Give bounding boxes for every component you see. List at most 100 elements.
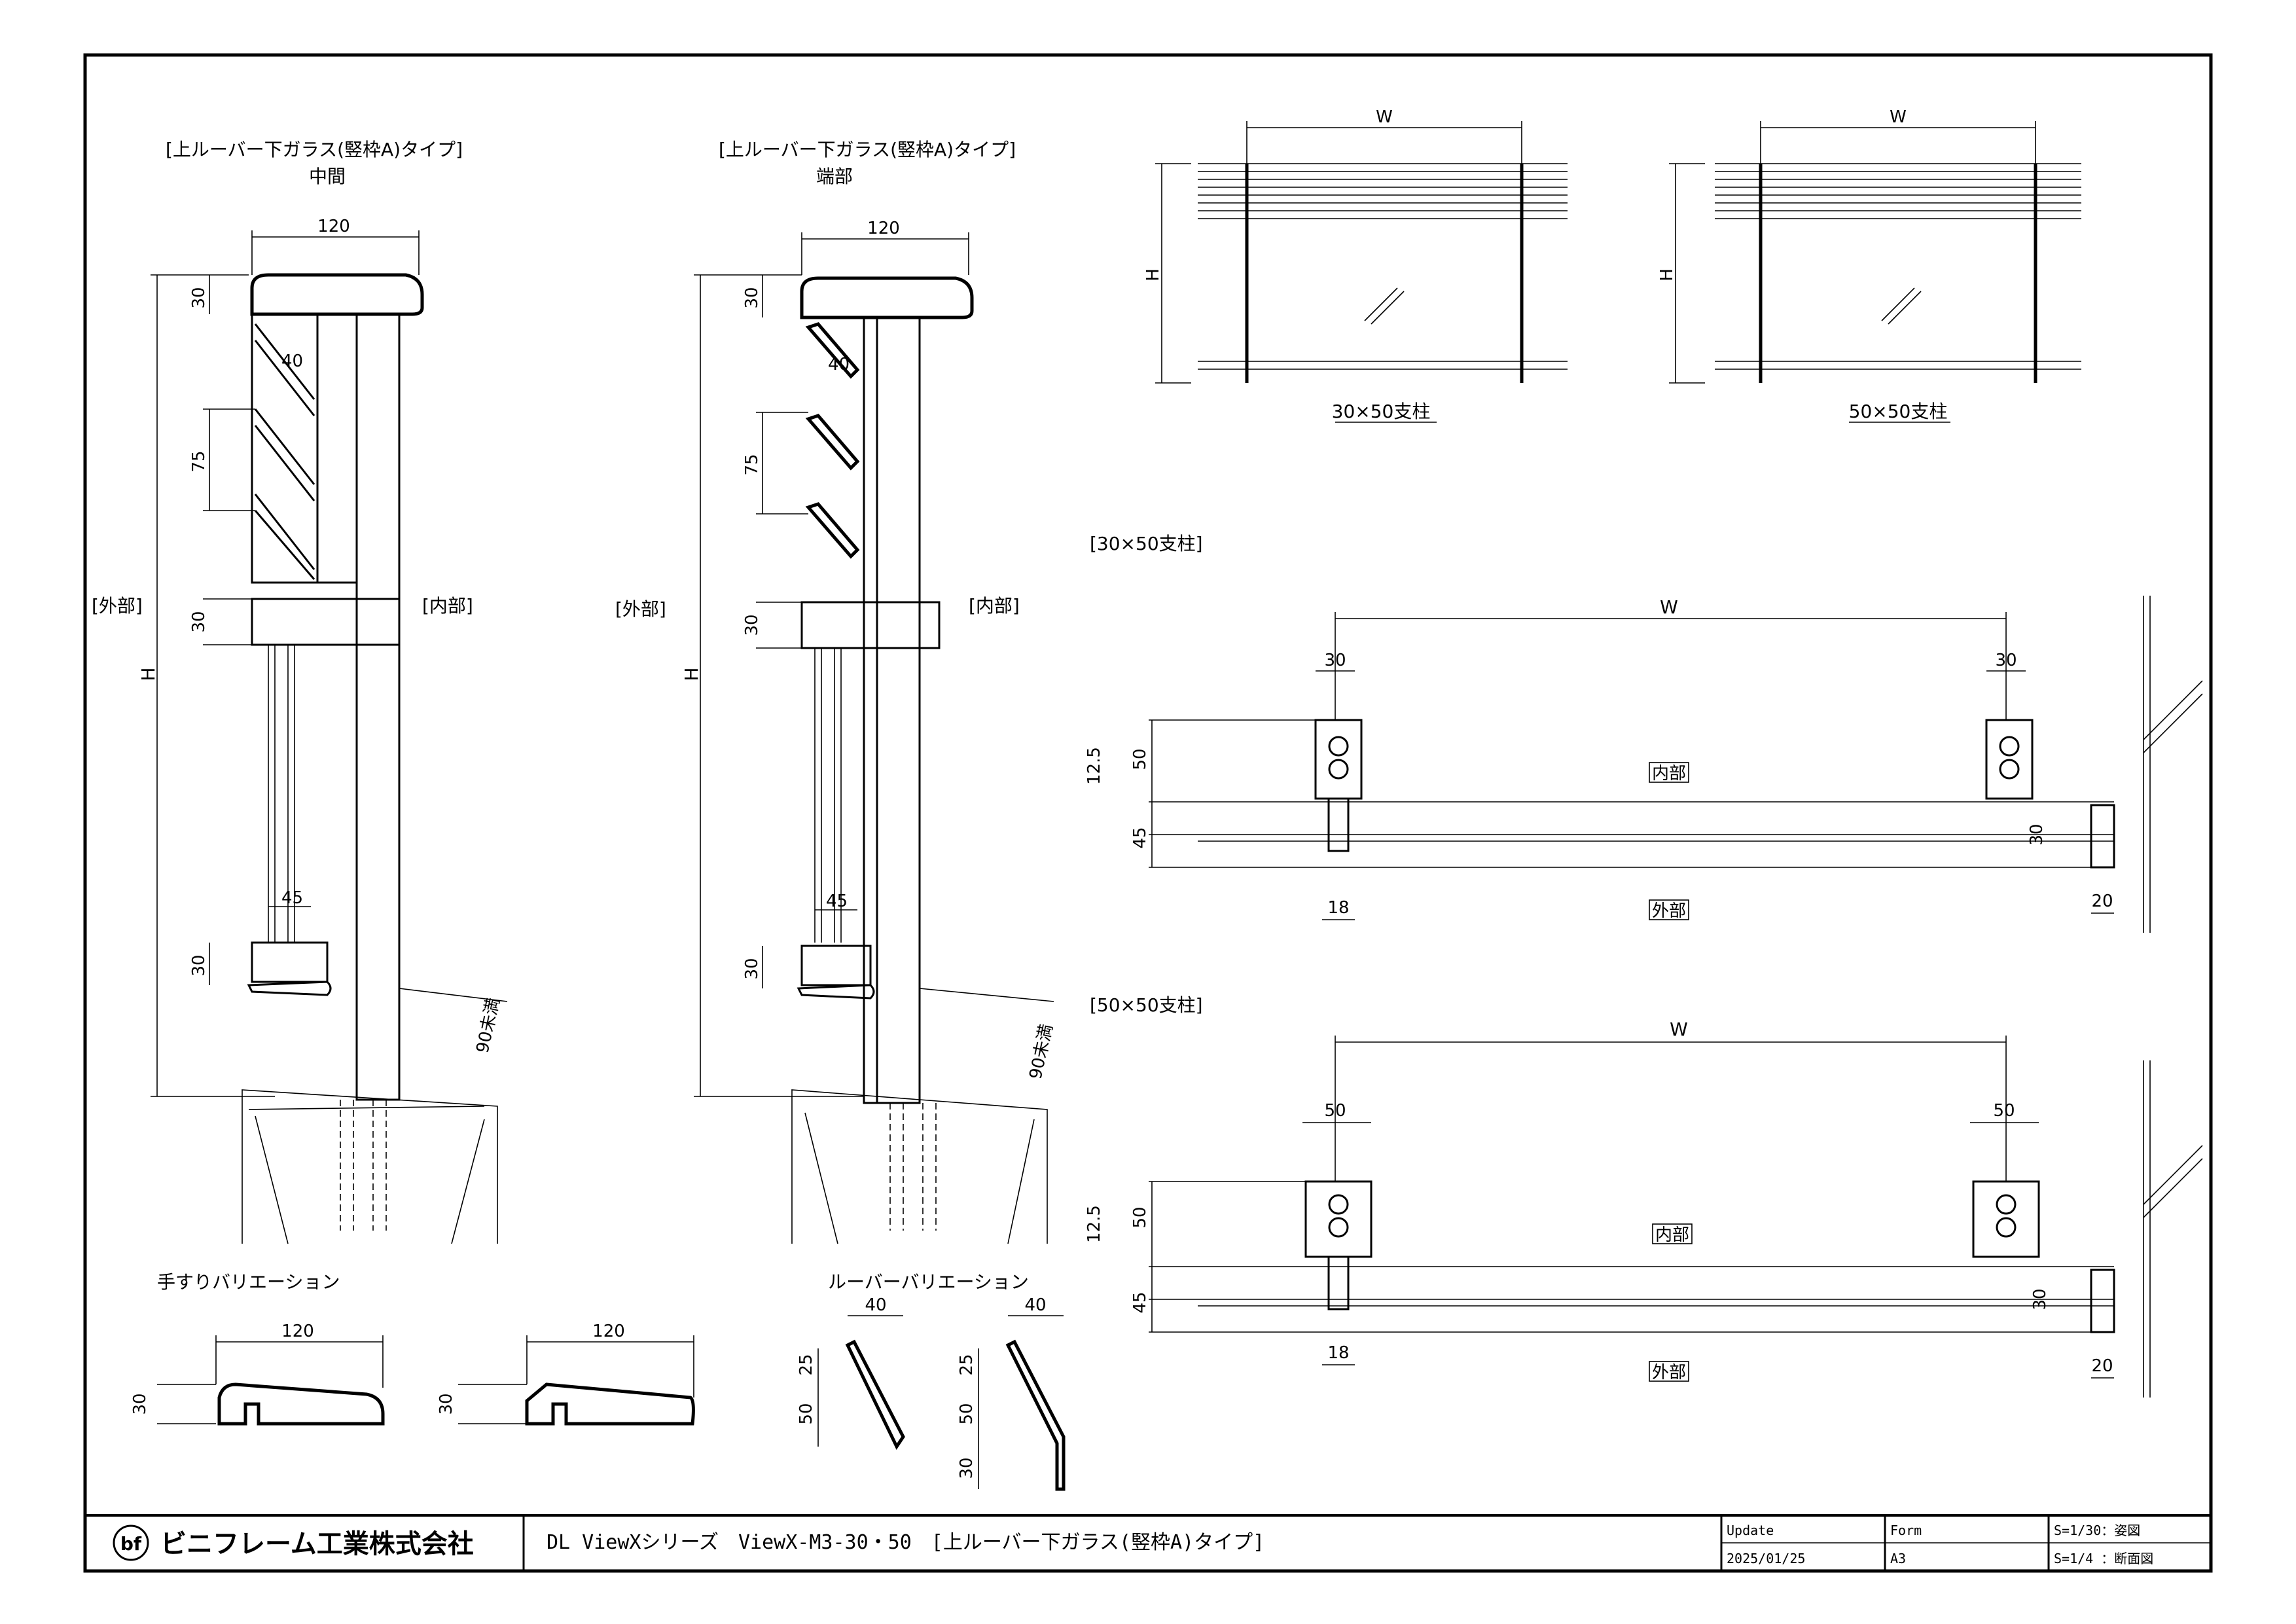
form-label: Form <box>1890 1523 1922 1538</box>
dim-slope-end: 90未満 <box>1026 1022 1057 1081</box>
post-end <box>876 316 921 1104</box>
post <box>355 313 401 1101</box>
elev1-h: H <box>1143 268 1163 281</box>
plan2-label: [50×50支柱] <box>1090 994 1203 1016</box>
plan1-post-w: 30 <box>1324 651 1346 670</box>
handrail-profile-1 <box>217 1382 385 1426</box>
mid-rail-end <box>800 601 941 649</box>
drawing-title: DL ViewXシリーズ ViewX-M3-30・50 [上ルーバー下ガラス(竪… <box>547 1531 1265 1554</box>
plan2-end-frame <box>2090 1269 2115 1333</box>
section-title-middle: [上ルーバー下ガラス(竪枠A)タイプ] <box>166 139 463 160</box>
company-name: ビニフレーム工業株式会社 <box>160 1529 474 1559</box>
section-subtitle-end: 端部 <box>816 166 853 187</box>
company-logo-text: bf <box>120 1533 142 1555</box>
plan1-end-frame <box>2090 804 2115 869</box>
section-view-end: [上ルーバー下ガラス(竪枠A)タイプ] 端部 120 40 H 30 75 30… <box>615 139 1057 1244</box>
handrail-top-end <box>800 276 974 319</box>
elev1-w: W <box>1376 107 1393 127</box>
plan1-depth: 50 <box>1130 748 1150 770</box>
plan2-post-w: 50 <box>1324 1101 1346 1121</box>
title-block: bf ビニフレーム工業株式会社 DL ViewXシリーズ ViewX-M3-30… <box>85 1514 2211 1571</box>
dim-45-end: 45 <box>826 892 848 911</box>
dim-40: 40 <box>281 352 303 371</box>
dim-bottom-30: 30 <box>189 954 209 976</box>
dim-h-end: H <box>681 667 702 681</box>
dim-mid-30-end: 30 <box>742 614 762 636</box>
louver2-w: 40 <box>1024 1295 1046 1315</box>
plan1-label: [30×50支柱] <box>1090 533 1203 554</box>
dim-75: 75 <box>189 450 209 472</box>
plan2-outside: 外部 <box>1652 1363 1686 1382</box>
louver1-h2: 50 <box>797 1403 816 1424</box>
dim-top-30-end: 30 <box>742 287 762 308</box>
plan-section-50x50: [50×50支柱] W 50 50 50 12.5 45 内部 外部 18 30… <box>1085 994 2203 1398</box>
handrail1-w: 120 <box>281 1322 314 1341</box>
update-label: Update <box>1727 1523 1774 1538</box>
label-outside-2: [外部] <box>615 598 666 620</box>
louver2-h1: 25 <box>957 1354 977 1375</box>
handrail-profile-2 <box>525 1382 695 1426</box>
plan2-post-w2: 50 <box>1993 1101 2015 1121</box>
elevation-30x50: W H 30×50支柱 <box>1143 107 1568 423</box>
louver-variation: ルーバーバリエーション 40 25 50 40 25 50 30 <box>797 1271 1066 1491</box>
dim-top-30: 30 <box>189 287 209 308</box>
louver-profile-1 <box>845 1339 905 1451</box>
elevation-50x50: W H 50×50支柱 <box>1657 107 2081 423</box>
scale-1: S=1/30：姿図 <box>2054 1523 2140 1538</box>
elev2-w: W <box>1890 107 1907 127</box>
plan1-end: 20 <box>2091 892 2113 911</box>
handrail2-w: 120 <box>592 1322 625 1341</box>
bottom-rail-end <box>800 945 872 986</box>
louver2-h2: 50 <box>957 1403 977 1424</box>
dim-h: H <box>137 667 159 681</box>
plan2-end: 20 <box>2091 1356 2113 1376</box>
dim-slope: 90未満 <box>473 996 504 1055</box>
plan2-w: W <box>1670 1019 1688 1040</box>
sheet-border <box>83 53 2213 1573</box>
elev1-caption: 30×50支柱 <box>1332 401 1431 422</box>
plan1-offset: 12.5 <box>1085 747 1104 785</box>
dim-mid-30: 30 <box>189 611 209 632</box>
company-logo <box>113 1525 149 1561</box>
plan2-post-right <box>1972 1180 2040 1258</box>
plan2-inside: 内部 <box>1655 1225 1689 1245</box>
update-value: 2025/01/25 <box>1727 1551 1805 1566</box>
dim-120: 120 <box>317 217 350 236</box>
plan1-inside: 内部 <box>1652 764 1686 784</box>
scale-2: S=1/4 ：断面図 <box>2054 1551 2153 1566</box>
plan1-base: 18 <box>1327 898 1349 918</box>
plan2-offset: 12.5 <box>1085 1205 1104 1243</box>
louver1-h1: 25 <box>797 1354 816 1375</box>
label-inside-2: [内部] <box>969 595 1020 617</box>
plan2-side: 30 <box>2030 1288 2050 1310</box>
louver1-w: 40 <box>865 1295 886 1315</box>
louver2-h3: 30 <box>957 1457 977 1479</box>
plan-section-30x50: [30×50支柱] W 30 30 50 12.5 45 内部 外部 18 30… <box>1085 533 2203 933</box>
label-outside-1: [外部] <box>92 595 143 617</box>
plan2-depth: 50 <box>1130 1206 1150 1228</box>
section-view-middle: [上ルーバー下ガラス(竪枠A)タイプ] 中間 120 40 H 30 75 <box>92 139 508 1244</box>
plan1-frame: 45 <box>1130 827 1150 848</box>
dim-45: 45 <box>281 888 303 908</box>
louver-variation-title: ルーバーバリエーション <box>828 1271 1029 1293</box>
elev2-h: H <box>1657 268 1677 281</box>
handrail-top <box>250 273 424 316</box>
label-inside-1: [内部] <box>422 595 473 617</box>
plan2-frame: 45 <box>1130 1291 1150 1313</box>
handrail2-h: 30 <box>437 1393 456 1415</box>
dim-bottom-30-end: 30 <box>742 958 762 979</box>
form-value: A3 <box>1890 1551 1906 1566</box>
handrail-variation-title: 手すりバリエーション <box>157 1271 340 1293</box>
plan1-outside: 外部 <box>1652 901 1686 921</box>
dim-75-end: 75 <box>742 454 762 475</box>
dim-40-end: 40 <box>828 355 850 374</box>
plan2-base: 18 <box>1327 1343 1349 1363</box>
plan1-side: 30 <box>2027 823 2047 845</box>
dim-120-end: 120 <box>867 219 900 238</box>
elev2-caption: 50×50支柱 <box>1849 401 1948 422</box>
bottom-rail <box>251 941 329 983</box>
section-subtitle-middle: 中間 <box>309 166 346 187</box>
mid-rail <box>251 598 401 646</box>
section-title-end: [上ルーバー下ガラス(竪枠A)タイプ] <box>719 139 1016 160</box>
